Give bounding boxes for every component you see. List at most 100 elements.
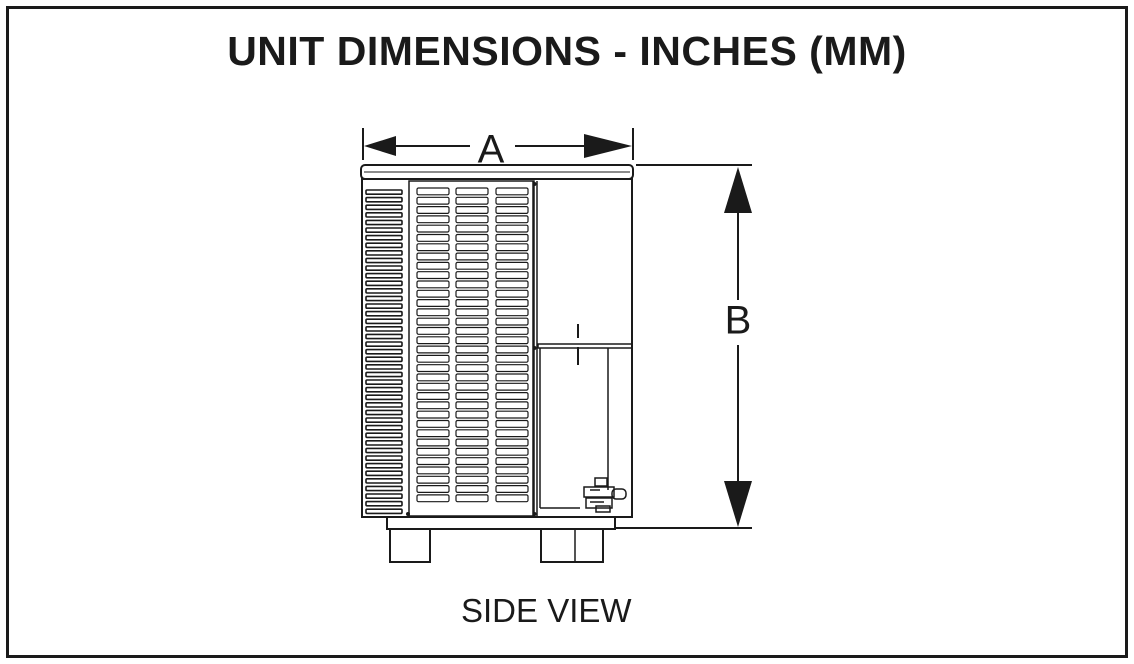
front-grille-louver — [416, 271, 450, 280]
front-grille-louver — [455, 299, 489, 308]
front-grille-louver — [495, 494, 529, 503]
front-grille-louver — [495, 354, 529, 363]
front-grille-louver — [416, 419, 450, 428]
front-grille-louver — [495, 364, 529, 373]
front-grille-louver — [455, 373, 489, 382]
front-grille-louver — [495, 382, 529, 391]
side-grille-slat — [365, 287, 403, 294]
side-grille-slat — [365, 363, 403, 370]
front-grille-louver — [416, 438, 450, 447]
front-grille-louver — [455, 336, 489, 345]
side-grille-slat — [365, 386, 403, 393]
view-caption: SIDE VIEW — [461, 592, 632, 629]
front-grille-louver — [495, 299, 529, 308]
side-grille-slat — [365, 424, 403, 431]
front-grille-louver — [416, 196, 450, 205]
front-grille-louver — [455, 261, 489, 270]
side-grille-slat — [365, 227, 403, 233]
service-valves — [583, 477, 627, 513]
front-grille-louver — [455, 289, 489, 298]
front-grille-louver — [455, 392, 489, 401]
front-grille-louver — [455, 224, 489, 233]
side-grille-slat — [365, 219, 403, 226]
front-grille-louver — [455, 233, 489, 242]
front-grille-louver — [495, 447, 529, 456]
front-grille-louver — [416, 289, 450, 298]
front-grille-louver — [416, 233, 450, 242]
front-grille-louver — [416, 252, 450, 261]
side-grille-slat — [365, 409, 403, 416]
front-grille — [416, 187, 529, 503]
front-grille-louver — [455, 243, 489, 252]
front-grille-louver — [455, 410, 489, 419]
side-grille-slat — [365, 196, 403, 203]
side-grille-slat — [365, 189, 403, 195]
page-title: UNIT DIMENSIONS - INCHES (MM) — [227, 28, 907, 74]
front-grille-louver — [416, 354, 450, 363]
front-grille-louver — [495, 485, 529, 494]
front-grille-louver — [416, 280, 450, 289]
front-grille-louver — [455, 196, 489, 205]
front-grille-louver — [495, 466, 529, 475]
side-grille-slat — [365, 310, 403, 317]
drawing-frame — [6, 6, 1128, 658]
side-grille-slat — [365, 455, 403, 461]
front-grille-louver — [416, 475, 450, 484]
front-grille-louver — [416, 392, 450, 401]
side-grille-slat — [365, 333, 403, 340]
front-grille-louver — [416, 466, 450, 475]
side-grille-slat — [365, 234, 403, 241]
front-grille-louver — [495, 392, 529, 401]
side-grille-slat — [365, 303, 403, 309]
side-grille-slat — [365, 257, 403, 264]
front-grille-louver — [416, 317, 450, 326]
front-grille-louver — [455, 187, 489, 196]
front-grille-louver — [495, 271, 529, 280]
front-grille-louver — [495, 457, 529, 466]
front-grille-louver — [416, 373, 450, 382]
front-grille-louver — [416, 382, 450, 391]
side-grille-slat — [365, 295, 403, 302]
condenser-unit — [360, 164, 634, 563]
front-grille-louver — [455, 419, 489, 428]
front-grille-louver — [495, 289, 529, 298]
front-grille-louver — [416, 364, 450, 373]
front-grille-louver — [495, 233, 529, 242]
front-grille-louver — [416, 215, 450, 224]
side-grille-slat — [365, 250, 403, 256]
front-grille-louver — [455, 429, 489, 438]
front-grille-louver — [416, 261, 450, 270]
side-grille-slat — [365, 265, 403, 271]
front-grille-louver — [416, 494, 450, 503]
front-grille-louver — [416, 308, 450, 317]
side-grille-slat — [365, 280, 403, 287]
front-grille-louver — [495, 224, 529, 233]
side-grille-slat — [365, 447, 403, 454]
front-grille-louver — [455, 308, 489, 317]
front-grille-louver — [455, 206, 489, 215]
dimension-b-label: B — [725, 299, 752, 343]
front-grille-louver — [455, 447, 489, 456]
side-grille-slat — [365, 417, 403, 423]
front-grille-louver — [455, 345, 489, 354]
front-grille-louver — [495, 345, 529, 354]
front-grille-louver — [455, 280, 489, 289]
side-grille-slat — [365, 379, 403, 385]
front-grille-louver — [495, 401, 529, 410]
front-grille-louver — [495, 419, 529, 428]
front-grille-louver — [495, 261, 529, 270]
front-grille-louver — [455, 466, 489, 475]
side-grille-slat — [365, 325, 403, 332]
front-grille-louver — [416, 401, 450, 410]
front-grille-louver — [495, 280, 529, 289]
side-grille — [365, 189, 403, 515]
front-grille-louver — [495, 438, 529, 447]
side-grille-slat — [365, 394, 403, 401]
front-grille-louver — [455, 494, 489, 503]
side-grille-slat — [365, 356, 403, 363]
front-grille-louver — [455, 215, 489, 224]
side-grille-slat — [365, 439, 403, 446]
side-grille-slat — [365, 485, 403, 492]
front-grille-louver — [495, 187, 529, 196]
